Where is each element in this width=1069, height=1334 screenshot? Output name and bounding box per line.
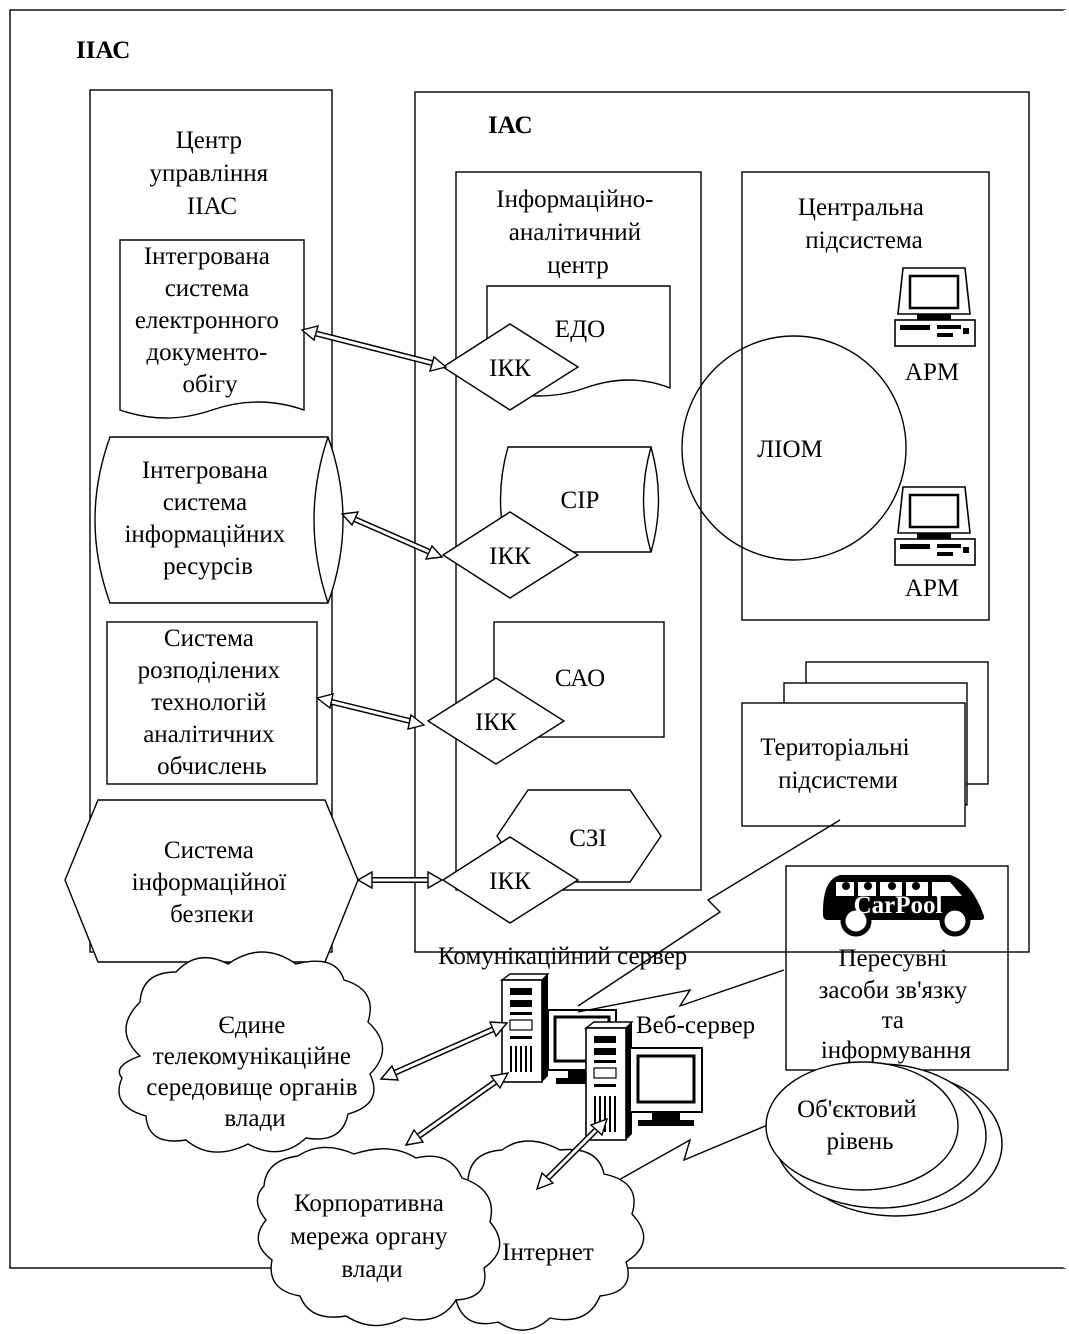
security-system-label: Система інформаційної безпеки <box>132 837 293 928</box>
car-label: CarPool <box>854 892 943 919</box>
iac-panel <box>414 91 1030 953</box>
web-server-label: Веб-сервер <box>636 1012 755 1039</box>
analytics-system-shape <box>106 621 318 785</box>
analytics-system-label: Система розподілених технологій аналітич… <box>138 625 287 780</box>
ikk-diamond-3 <box>426 677 566 765</box>
ikk-label-3: ІКК <box>475 709 517 736</box>
web-monitor-icon <box>629 1047 703 1126</box>
link-territorial <box>577 819 841 1007</box>
center-title: Центр управління ІІАС <box>150 127 275 220</box>
info-resources-label: Інтегрована система інформаційних ресурс… <box>124 457 291 580</box>
car-icon: CarPool <box>822 875 985 937</box>
arrow-resources-ikk <box>340 511 444 560</box>
sao-label: САО <box>555 665 605 692</box>
edoc-system-label: Інтегрована система електронного докумен… <box>135 243 285 398</box>
link-object-level <box>607 1123 771 1187</box>
ikk-label-1: ІКК <box>489 355 531 382</box>
edo-label: ЕДО <box>555 316 605 343</box>
territorial-card-front <box>741 702 966 827</box>
arrow-analytics-ikk <box>315 693 426 730</box>
unified-telecom-label: Єдине телекомунікаційне середовище орган… <box>146 1012 364 1132</box>
corporate-network-label: Корпоративна мережа органу влади <box>290 1190 454 1283</box>
corporate-network-cloud <box>256 1146 501 1327</box>
ic-panel <box>455 171 702 891</box>
edoc-system-shape <box>119 239 305 419</box>
server-icon <box>499 973 550 1083</box>
object-level-front <box>765 1061 959 1191</box>
ic-title: Інформаційно- аналітичний центр <box>496 186 659 279</box>
outer-title: ІІАС <box>76 37 130 64</box>
liom-label: ЛІОМ <box>757 436 823 463</box>
object-level-label: Об'єктовий рівень <box>797 1096 923 1155</box>
ikk-label-4: ІКК <box>489 868 531 895</box>
arrow-comm-corporate <box>404 1072 510 1146</box>
ikk-diamond-1 <box>441 323 580 411</box>
mobile-means-label: Пересувні засоби зв'язку та інформування <box>818 945 973 1064</box>
liom-circle <box>681 335 907 561</box>
central-title: Центральна підсистема <box>798 194 930 254</box>
link-mobile <box>577 969 785 1013</box>
central-subsystem-panel <box>741 171 990 621</box>
arrow-security-ikk <box>356 870 444 890</box>
ikk-diamond-2 <box>441 511 580 599</box>
arm-label-1: АРМ <box>905 359 959 386</box>
arrow-web-internet <box>535 1117 609 1191</box>
ikk-diamond-4 <box>441 836 580 924</box>
arm-label-2: АРМ <box>905 575 959 602</box>
computer-icon <box>894 267 976 347</box>
internet-label: Інтернет <box>502 1239 594 1266</box>
territorial-label: Територіальні підсистеми <box>760 734 916 794</box>
sir-label: СІР <box>561 487 600 514</box>
server-icon <box>583 1021 634 1141</box>
ikk-label-2: ІКК <box>489 543 531 570</box>
arrow-edoc-ikk <box>300 325 448 372</box>
iac-title: ІАС <box>488 112 533 139</box>
comm-server-label: Комунікаційний сервер <box>438 943 687 970</box>
unified-telecom-cloud <box>118 951 384 1153</box>
arrow-comm-unified <box>379 1021 509 1081</box>
computer-icon <box>894 486 976 566</box>
szi-label: СЗІ <box>569 825 607 852</box>
